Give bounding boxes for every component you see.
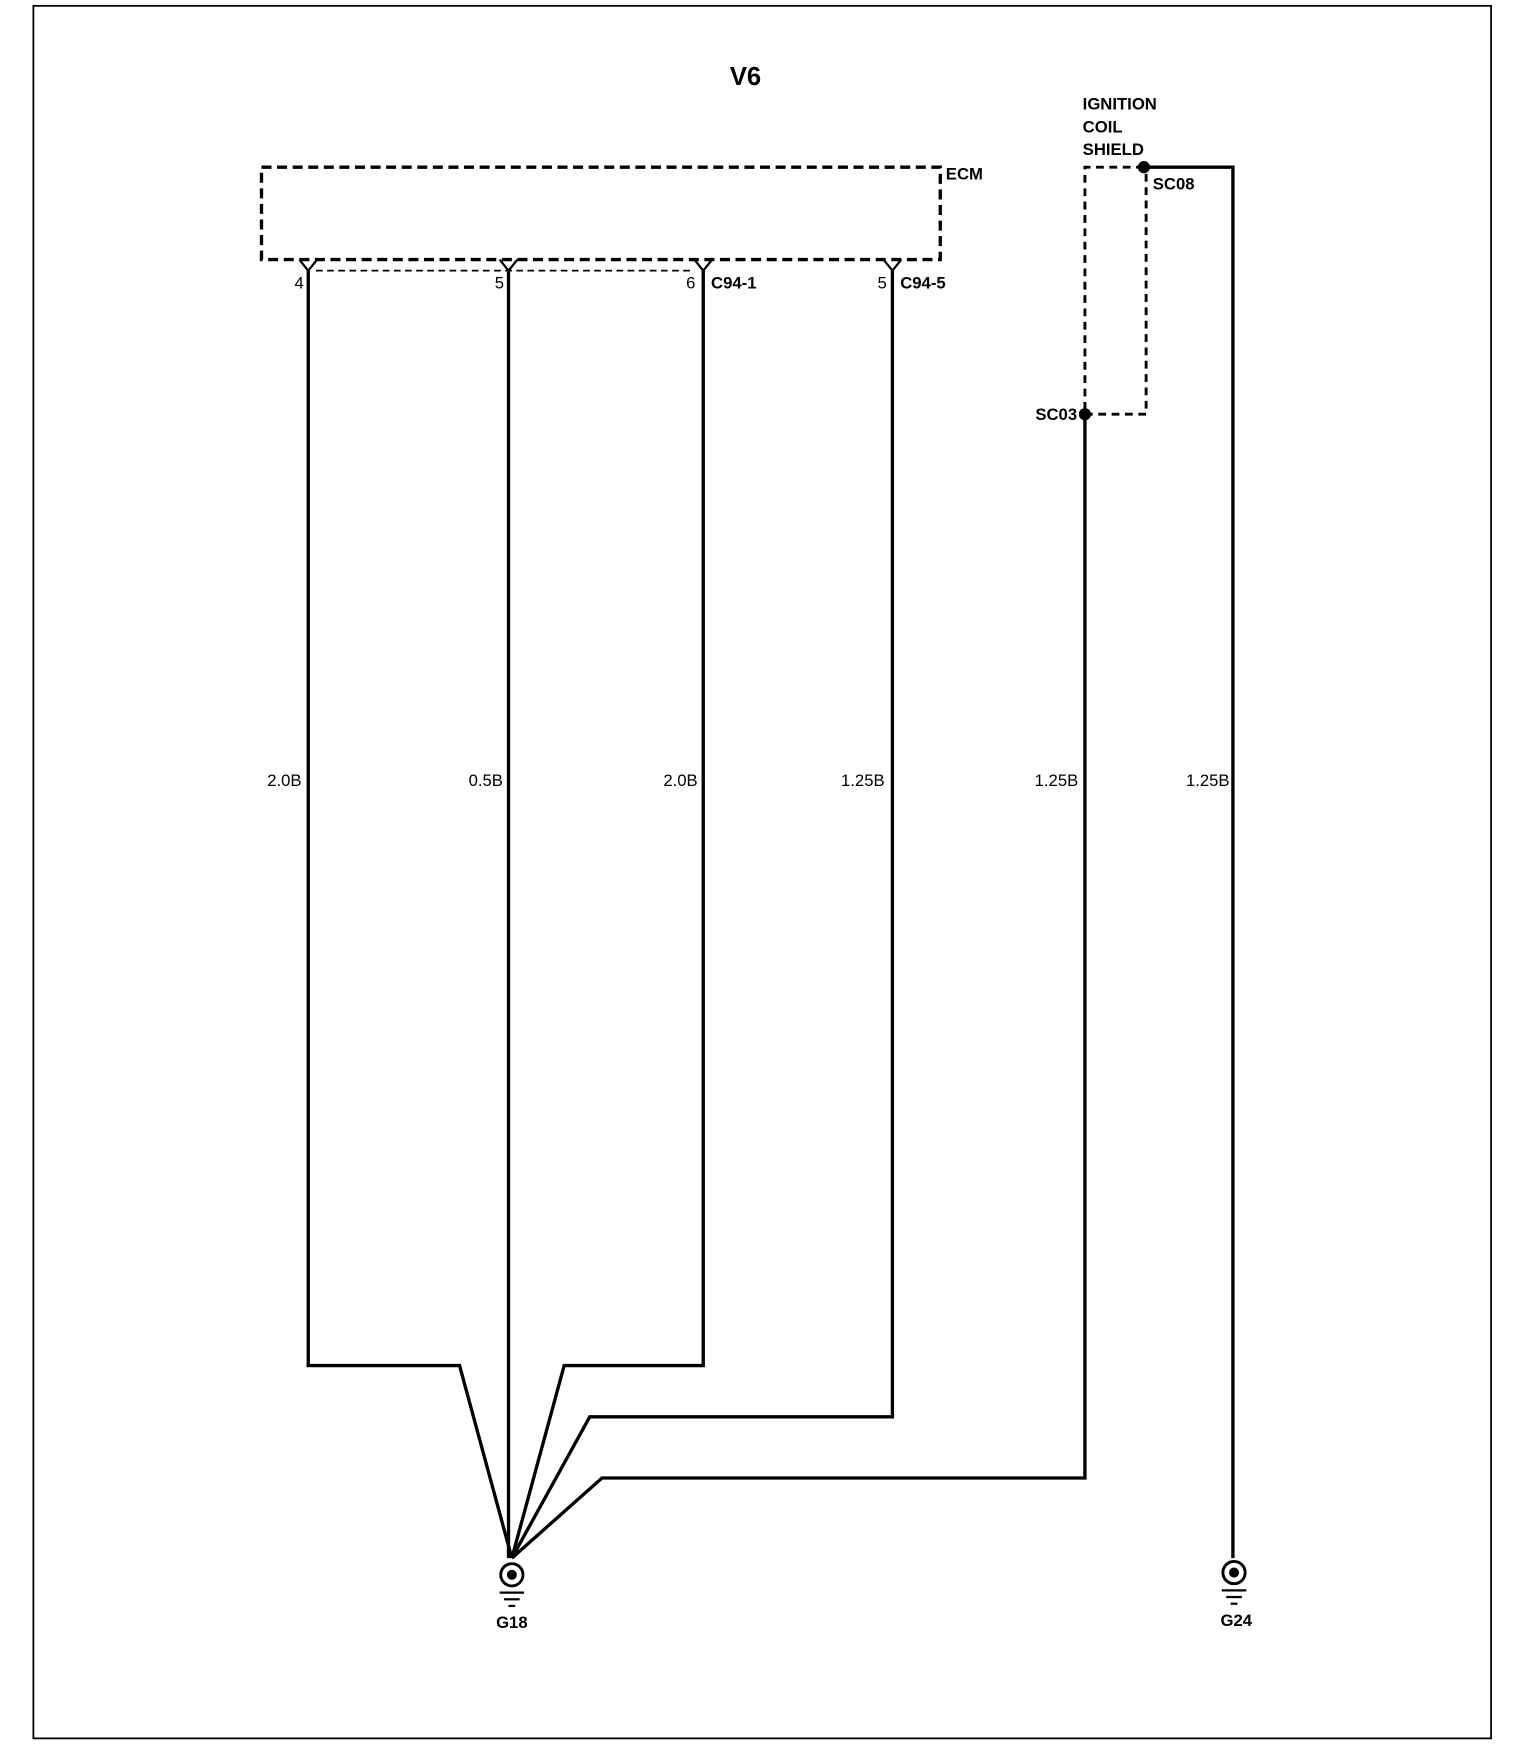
ground-core	[506, 1569, 517, 1580]
splice-sc03-dot	[1078, 408, 1092, 421]
diagram-title: V6	[730, 63, 761, 91]
pin-number-4: 4	[294, 273, 303, 292]
ground-g18-icon	[499, 1562, 525, 1608]
pin-terminal-6	[693, 258, 714, 273]
wire-gauge-label: 1.25B	[841, 771, 885, 790]
wire-c94-5-to-g18	[510, 270, 895, 1559]
pin-number-5a: 5	[495, 273, 504, 292]
splice-sc08-label: SC08	[1153, 174, 1195, 193]
ground-g24-icon	[1221, 1559, 1247, 1605]
splice-sc08-dot	[1137, 161, 1151, 174]
ground-core	[1229, 1567, 1240, 1578]
pin-terminal-5a	[498, 258, 519, 273]
wire-gauge-label: 2.0B	[663, 771, 697, 790]
ground-g18-label: G18	[496, 1613, 528, 1632]
ground-g24-label: G24	[1220, 1611, 1252, 1630]
connector-label-c94-1: C94-1	[711, 273, 756, 292]
pin-terminal-5b	[882, 258, 903, 273]
splice-sc03-label: SC03	[1035, 405, 1077, 424]
wire-gauge-label: 2.0B	[267, 771, 301, 790]
wire-sc03-to-g18	[510, 414, 1087, 1560]
ecm-label: ECM	[946, 164, 983, 183]
wire-gauge-label: 1.25B	[1186, 771, 1230, 790]
wire-gauge-label: 1.25B	[1035, 771, 1079, 790]
pin-number-6: 6	[686, 273, 695, 292]
shield-label-line-3: SHIELD	[1083, 140, 1144, 159]
pin-number-5b: 5	[878, 273, 887, 292]
shield-label-line-2: COIL	[1083, 118, 1123, 137]
connector-label-c94-5: C94-5	[900, 273, 945, 292]
wire-pin6-to-g18	[510, 270, 705, 1559]
wire-pin4-to-g18	[306, 270, 514, 1559]
pin-terminal-4	[298, 258, 318, 273]
diagram-frame	[32, 4, 1492, 1740]
wire-gauge-label: 0.5B	[469, 771, 503, 790]
ignition-coil-shield	[1083, 165, 1148, 416]
shield-label-line-1: IGNITION	[1083, 94, 1157, 113]
wire-sc08-to-g24	[1143, 165, 1235, 1559]
ecm-box	[259, 165, 942, 262]
